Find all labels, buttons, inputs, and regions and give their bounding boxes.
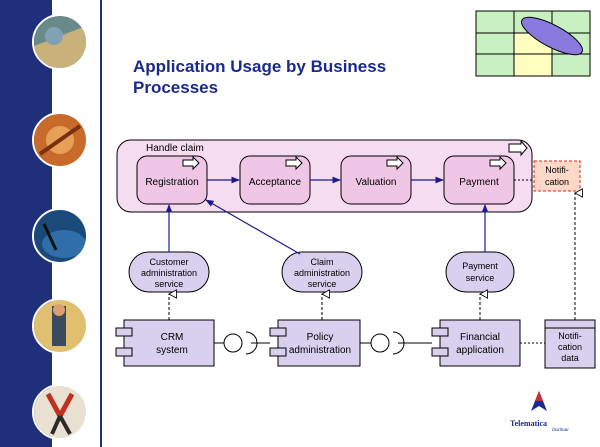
process-label: Handle claim <box>146 143 204 154</box>
notification-event-line1: Notifi- <box>545 165 569 175</box>
notification-data-line3: data <box>561 353 579 363</box>
service-line: service <box>466 273 495 283</box>
service-line: service <box>155 279 184 289</box>
component-financial-application: Financial application <box>431 319 521 367</box>
step-label: Payment <box>459 177 499 188</box>
notification-data-line2: cation <box>558 342 582 352</box>
service-claim-administration: Claim administration service <box>281 251 363 293</box>
photo-5-icon <box>32 384 88 440</box>
component-line: application <box>456 345 504 356</box>
component-line: Policy <box>307 332 334 343</box>
service-customer-administration: Customer administration service <box>128 251 210 293</box>
service-line: Payment <box>462 261 498 271</box>
step-payment: Payment <box>443 155 515 205</box>
step-label: Acceptance <box>249 177 302 188</box>
telematica-logo-icon <box>531 391 547 411</box>
realization-arrows <box>169 193 575 320</box>
step-label: Valuation <box>356 177 397 188</box>
used-by-arrows <box>165 199 489 255</box>
photo-2-icon <box>32 112 88 168</box>
service-line: administration <box>294 268 350 278</box>
service-line: Customer <box>149 257 188 267</box>
photo-1-icon <box>32 14 88 70</box>
logo-name: Telematica <box>510 419 548 428</box>
layer-grid-icon <box>475 10 591 77</box>
component-line: CRM <box>161 332 184 343</box>
notification-event-line2: cation <box>545 177 569 187</box>
component-line: Financial <box>460 332 500 343</box>
step-acceptance: Acceptance <box>239 155 311 205</box>
photo-4-icon <box>32 298 88 354</box>
photo-3-icon <box>32 208 88 264</box>
step-label: Registration <box>145 177 198 188</box>
service-payment: Payment service <box>445 251 515 293</box>
interface-connectors <box>214 331 432 355</box>
service-line: service <box>308 279 337 289</box>
component-crm-system: CRM system <box>115 319 215 367</box>
notification-event: Notifi- cation <box>514 160 581 192</box>
component-line: system <box>156 345 188 356</box>
service-line: Claim <box>310 257 333 267</box>
logo-sub: Instituut <box>552 428 569 433</box>
step-valuation: Valuation <box>340 155 412 205</box>
process-handle-claim: Handle claim <box>116 139 533 213</box>
notification-data-object: Notifi- cation data <box>520 319 596 369</box>
slide-title: Application Usage by Business Processes <box>133 57 387 97</box>
component-policy-administration: Policy administration <box>269 319 361 367</box>
component-line: administration <box>289 345 351 356</box>
notification-data-line1: Notifi- <box>558 331 582 341</box>
service-line: administration <box>141 268 197 278</box>
step-registration: Registration <box>136 155 208 205</box>
